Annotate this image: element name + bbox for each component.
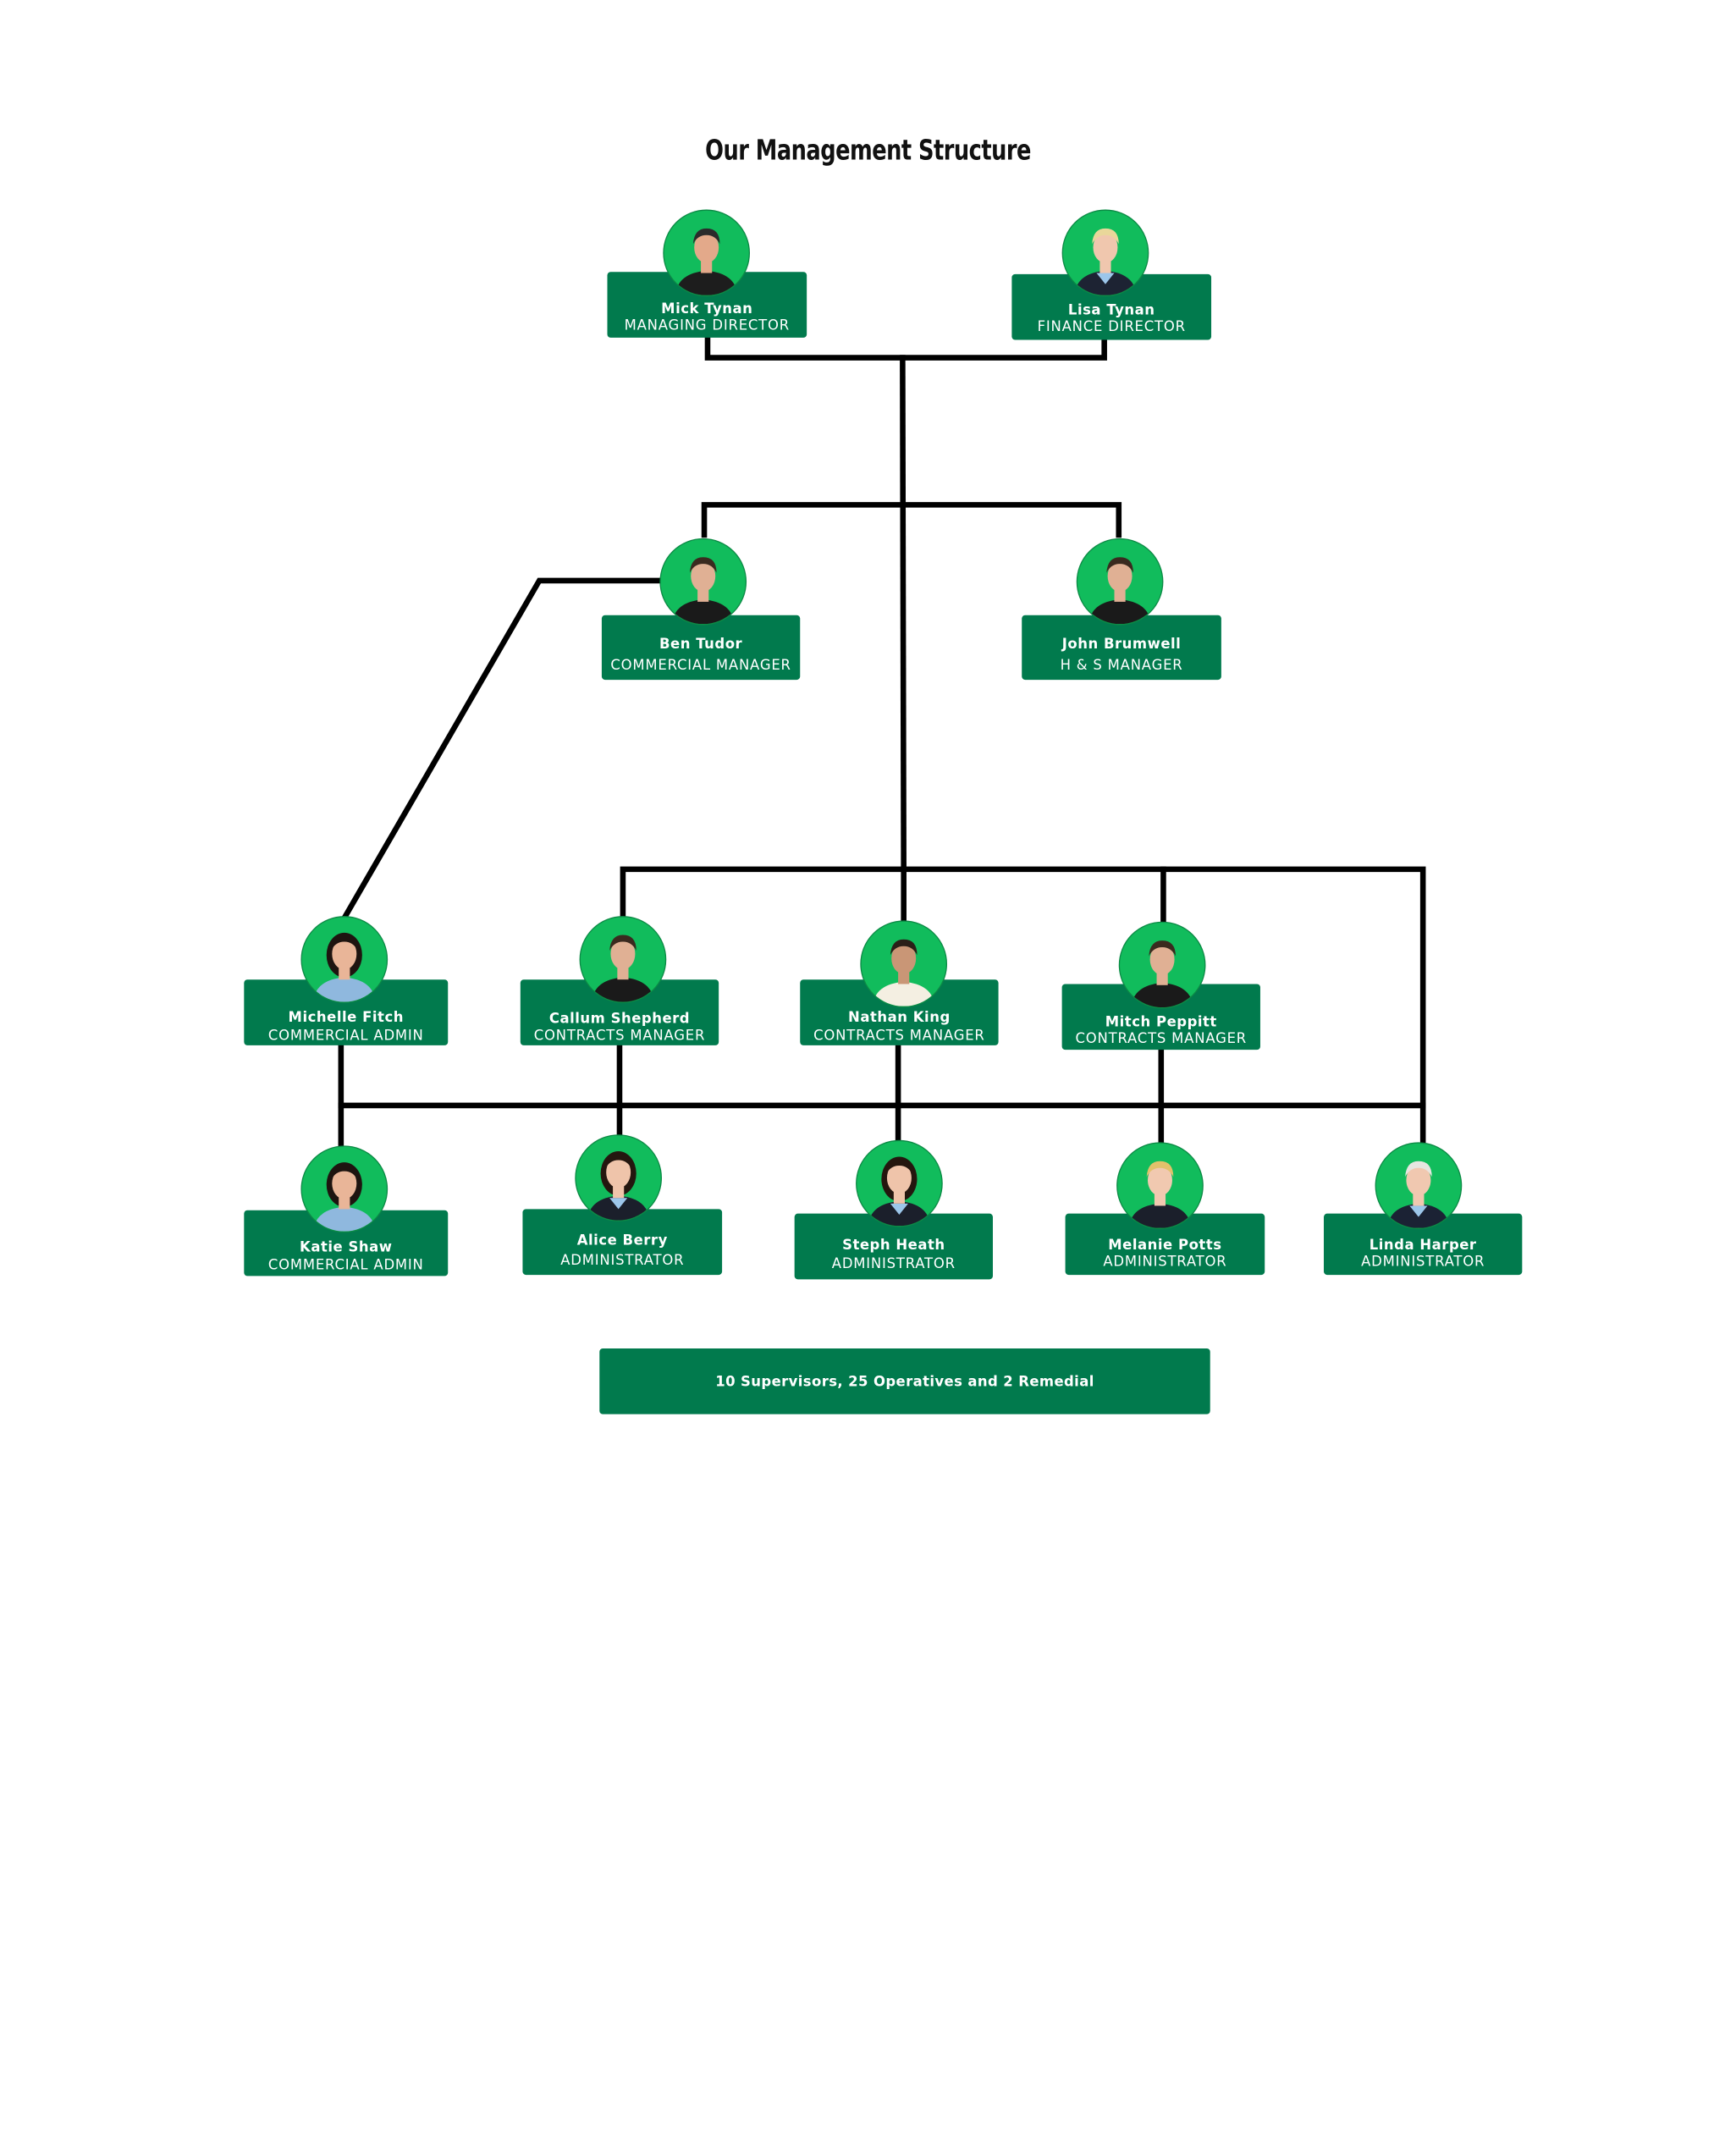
person-name: Katie Shaw: [300, 1238, 393, 1255]
person-role: ADMINISTRATOR: [1103, 1252, 1227, 1270]
connector-directors: [704, 337, 1107, 361]
person-role: CONTRACTS MANAGER: [1075, 1029, 1248, 1047]
chart-title: Our Management Structure: [705, 133, 1031, 167]
card-john-brumwell: John Brumwell H & S MANAGER: [1022, 615, 1221, 681]
connector-contracts-bar: [620, 866, 1426, 1145]
connector-trunk: [900, 355, 907, 873]
person-name: Linda Harper: [1369, 1235, 1477, 1253]
avatar: [856, 1139, 943, 1227]
avatar: [663, 209, 751, 297]
person-name: John Brumwell: [1061, 635, 1182, 653]
person-role: MANAGING DIRECTOR: [624, 316, 790, 334]
person-role: COMMERCIAL ADMIN: [267, 1255, 424, 1273]
avatar: [1118, 921, 1206, 1009]
card-steph-heath: Steph Heath ADMINISTRATOR: [794, 1213, 994, 1280]
card-nathan-king: Nathan King CONTRACTS MANAGER: [800, 979, 999, 1045]
avatar: [300, 1145, 389, 1233]
staff-summary-banner: 10 Supervisors, 25 Operatives and 2 Reme…: [599, 1348, 1210, 1414]
connector-lines: [338, 337, 1426, 1149]
avatar: [1375, 1142, 1463, 1230]
person-name: Melanie Potts: [1108, 1235, 1222, 1253]
person-role: ADMINISTRATOR: [1361, 1252, 1485, 1270]
card-linda-harper: Linda Harper ADMINISTRATOR: [1324, 1213, 1523, 1276]
person-role: ADMINISTRATOR: [831, 1254, 956, 1272]
card-lisa-tynan: Lisa Tynan FINANCE DIRECTOR: [1011, 273, 1212, 340]
person-name: Nathan King: [848, 1008, 951, 1026]
person-name: Steph Heath: [842, 1235, 945, 1253]
connector-ben-michelle: [341, 577, 661, 920]
avatar: [300, 916, 389, 1003]
person-name: Alice Berry: [576, 1231, 668, 1249]
person-name: Lisa Tynan: [1067, 301, 1155, 318]
person-role: H & S MANAGER: [1060, 656, 1183, 674]
person-role: FINANCE DIRECTOR: [1037, 317, 1186, 334]
card-ben-tudor: Ben Tudor COMMERCIAL MANAGER: [601, 615, 801, 681]
avatar: [1061, 209, 1149, 297]
person-role: CONTRACTS MANAGER: [533, 1026, 706, 1044]
person-name: Ben Tudor: [659, 635, 743, 653]
person-role: CONTRACTS MANAGER: [813, 1026, 985, 1044]
person-name: Mitch Peppitt: [1105, 1012, 1217, 1030]
card-mitch-peppitt: Mitch Peppitt CONTRACTS MANAGER: [1061, 984, 1260, 1050]
person-name: Mick Tynan: [661, 300, 753, 317]
avatar: [579, 916, 667, 1003]
person-role: ADMINISTRATOR: [560, 1251, 685, 1269]
person-role: COMMERCIAL MANAGER: [610, 656, 791, 674]
person-name: Michelle Fitch: [288, 1008, 404, 1026]
avatar: [575, 1134, 663, 1221]
avatar: [860, 920, 948, 1008]
avatar: [1076, 538, 1164, 626]
person-name: Callum Shepherd: [548, 1009, 691, 1027]
connector-managers: [701, 502, 1122, 538]
avatar: [1116, 1142, 1204, 1230]
person-role: COMMERCIAL ADMIN: [267, 1026, 424, 1044]
avatar: [659, 538, 747, 626]
